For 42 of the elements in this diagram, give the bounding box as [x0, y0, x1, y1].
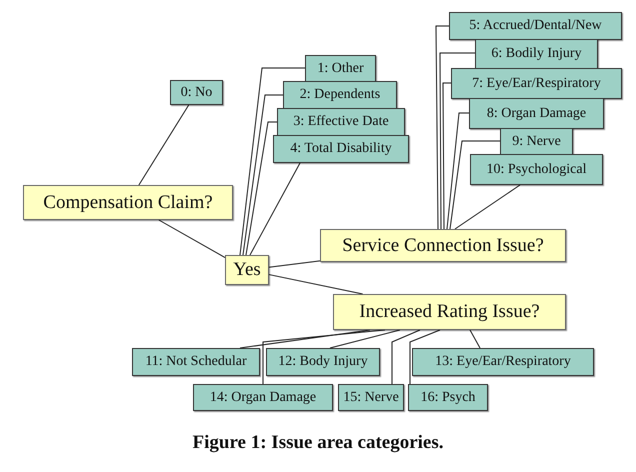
connector-line [268, 274, 364, 294]
category-box: 15: Nerve [338, 384, 404, 411]
category-box: 11: Not Schedular [132, 348, 260, 376]
connector-line [392, 330, 420, 384]
category-box: 6: Bodily Injury [475, 39, 598, 69]
connector-line [470, 330, 480, 348]
category-box: 10: Psychological [470, 154, 603, 185]
category-box: 16: Psych [408, 384, 488, 411]
category-box: 3: Effective Date [277, 108, 405, 136]
connector-line [454, 184, 520, 230]
question-box: Increased Rating Issue? [333, 294, 566, 330]
category-box: 1: Other [305, 55, 376, 82]
connector-line [242, 94, 284, 256]
connector-line [158, 220, 226, 258]
category-box: 0: No [170, 80, 223, 105]
connector-line [250, 162, 300, 256]
connector-line [330, 330, 400, 348]
connector-line [440, 52, 476, 230]
question-box: Compensation Claim? [23, 185, 233, 220]
connector-line [246, 122, 278, 256]
figure-caption: Figure 1: Issue area categories. [192, 432, 444, 454]
connector-line [268, 260, 320, 268]
connector-line [240, 68, 306, 256]
connector-line [240, 330, 370, 348]
category-box: 13: Eye/Ear/Respiratory [412, 348, 594, 376]
connector-line [446, 112, 470, 230]
connector-line [262, 330, 386, 384]
category-box: 9: Nerve [500, 128, 573, 155]
category-box: 5: Accrued/Dental/New [449, 12, 622, 40]
category-box: 4: Total Disability [273, 135, 409, 163]
connector-line [410, 330, 440, 384]
category-box: 14: Organ Damage [193, 384, 333, 411]
category-box: 12: Body Injury [266, 348, 380, 376]
connector-line [442, 82, 452, 230]
question-box: Service Connection Issue? [320, 229, 566, 262]
connector-line [138, 104, 190, 186]
category-box: 2: Dependents [283, 81, 397, 109]
category-box: 7: Eye/Ear/Respiratory [451, 68, 622, 99]
connector-line [436, 26, 450, 230]
category-box: 8: Organ Damage [469, 98, 604, 129]
connector-line [450, 140, 500, 230]
question-box: Yes [225, 255, 269, 285]
